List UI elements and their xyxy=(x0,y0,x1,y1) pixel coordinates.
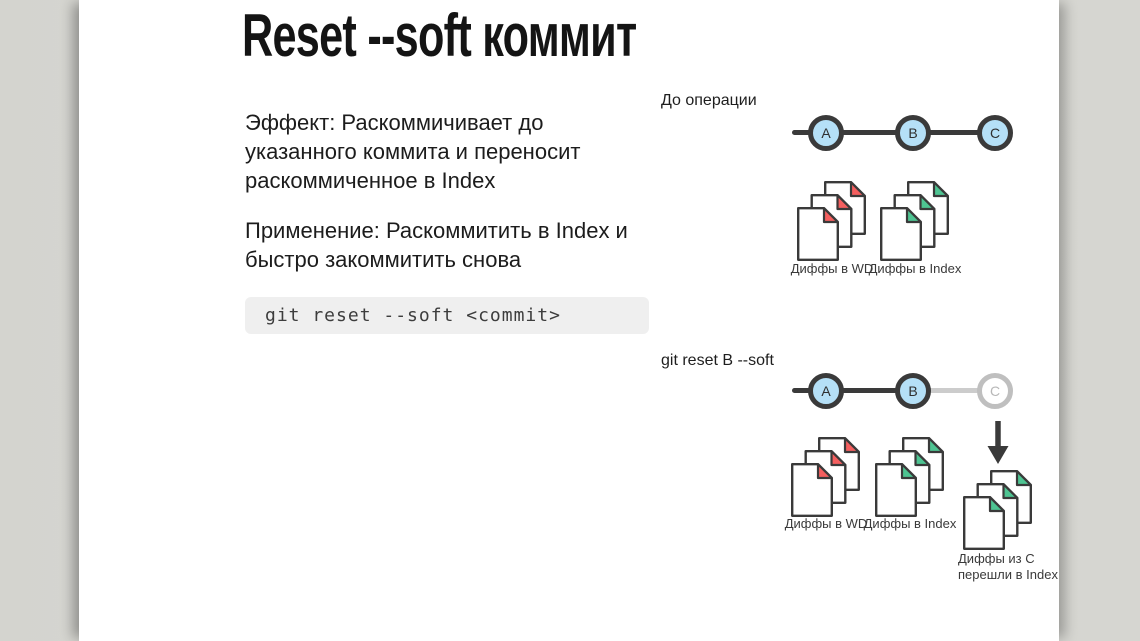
commit-label: C xyxy=(989,125,1001,141)
after-diagram-label: git reset B --soft xyxy=(661,352,774,369)
diff-stack-index-icon xyxy=(875,437,944,517)
command-code-block: git reset --soft <commit> xyxy=(245,297,649,334)
slide-page: Reset --soft коммит Эффект: Раскоммичива… xyxy=(79,0,1059,641)
effect-line: Эффект: Раскоммичивает до xyxy=(245,110,544,135)
moved-stack-label-line: Диффы из C xyxy=(958,551,1035,566)
commit-node-c: C xyxy=(977,115,1013,151)
commit-node-b: B xyxy=(895,373,931,409)
index-stack-label: Диффы в Index xyxy=(868,261,962,276)
index-stack-label: Диффы в Index xyxy=(863,516,957,531)
commit-label: B xyxy=(908,125,918,141)
commit-label: B xyxy=(908,383,918,399)
commit-link-line-inactive xyxy=(905,388,997,393)
commit-label: C xyxy=(989,383,1001,399)
diff-stack-wd-icon xyxy=(797,181,866,261)
diff-stack-index-icon xyxy=(880,181,949,261)
before-diagram-label: До операции xyxy=(661,92,757,109)
commit-label: A xyxy=(821,125,831,141)
command-text: git reset --soft <commit> xyxy=(265,305,561,326)
slide-title: Reset --soft коммит xyxy=(242,2,637,69)
commit-node-b: B xyxy=(895,115,931,151)
diff-stack-wd-icon xyxy=(791,437,860,517)
commit-label: A xyxy=(821,383,831,399)
moved-stack-label-line: перешли в Index xyxy=(958,566,1058,582)
effect-paragraph: Эффект: Раскоммичивает до указанного ком… xyxy=(245,108,580,195)
moved-stack-label: Диффы из C перешли в Index xyxy=(958,551,1078,582)
commit-node-c-inactive: C xyxy=(977,373,1013,409)
usage-line: быстро закоммитить снова xyxy=(245,247,522,272)
commit-link-line xyxy=(792,388,917,393)
usage-line: Применение: Раскоммитить в Index и xyxy=(245,218,628,243)
commit-node-a: A xyxy=(808,373,844,409)
down-arrow-icon xyxy=(987,421,1009,464)
wd-stack-label: Диффы в WD xyxy=(790,261,874,276)
usage-paragraph: Применение: Раскоммитить в Index и быстр… xyxy=(245,216,628,274)
effect-line: указанного коммита и переносит xyxy=(245,139,581,164)
effect-line: раскоммиченное в Index xyxy=(245,168,496,193)
diff-stack-moved-icon xyxy=(963,470,1033,550)
wd-stack-label: Диффы в WD xyxy=(784,516,868,531)
commit-node-a: A xyxy=(808,115,844,151)
commit-link-line xyxy=(792,130,997,135)
